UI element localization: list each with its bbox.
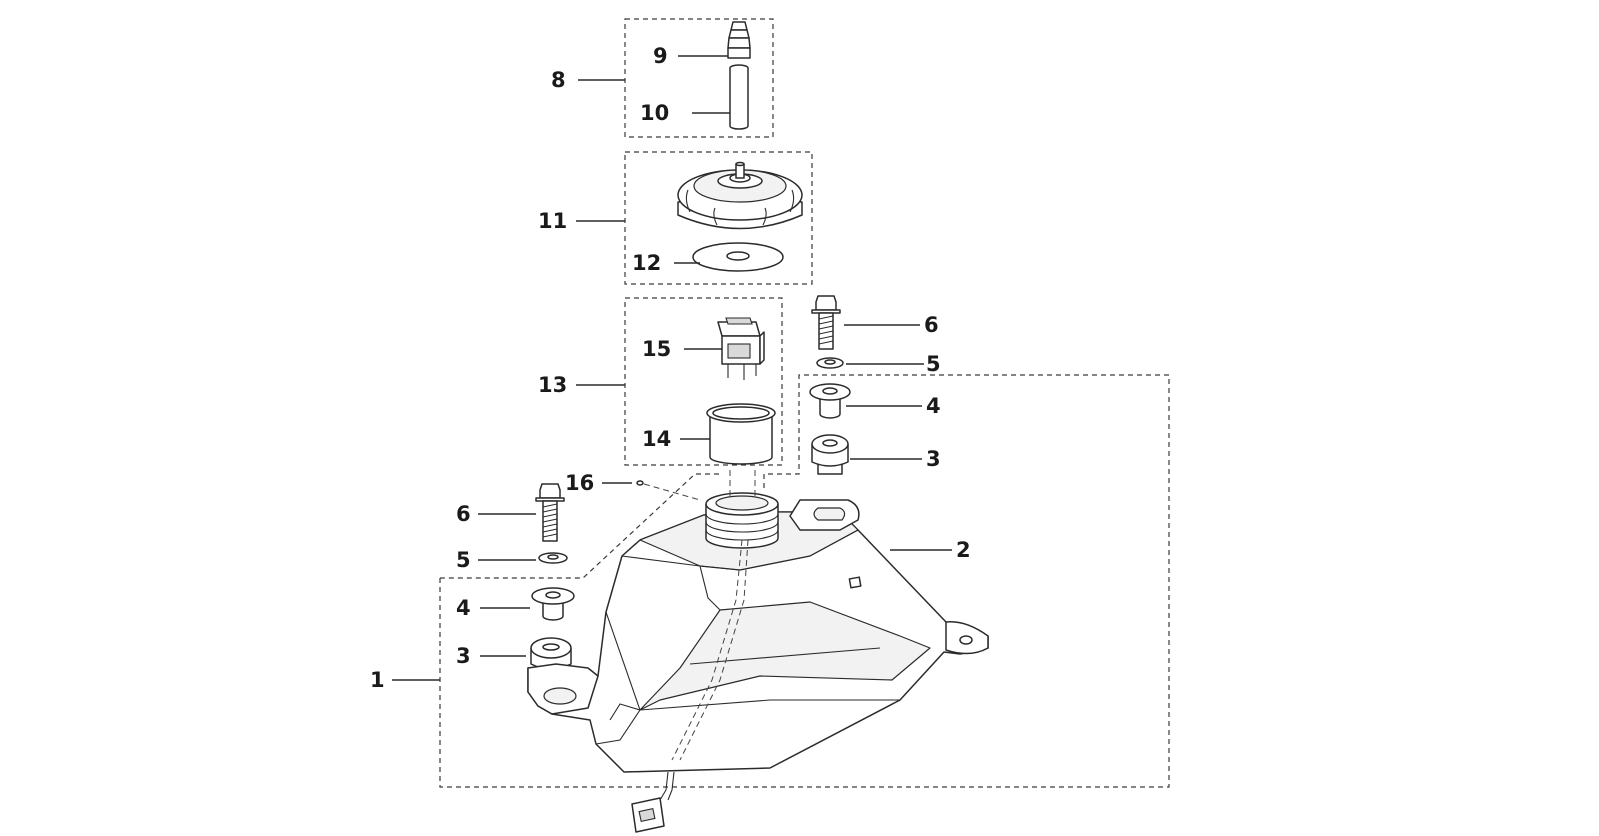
part-12-gasket — [692, 242, 784, 272]
callout-1: 1 — [370, 668, 385, 692]
part-4-grommet-right — [809, 383, 851, 419]
part-15-rollover-valve — [717, 317, 765, 380]
fuel-pump-connector — [631, 771, 675, 833]
part-11-fuel-cap — [677, 161, 803, 230]
callout-5-left: 5 — [456, 548, 471, 572]
part-3-rubber-mount-left — [530, 637, 572, 670]
callout-4-left: 4 — [456, 596, 471, 620]
callout-3-left: 3 — [456, 644, 471, 668]
group-box-11 — [624, 151, 813, 285]
callout-15: 15 — [642, 337, 671, 361]
callout-labels: 8 9 10 11 12 13 15 14 16 6 5 4 3 2 6 5 4… — [370, 44, 971, 692]
callout-6-right: 6 — [924, 313, 939, 337]
group-box-8 — [624, 18, 774, 138]
callout-8: 8 — [551, 68, 566, 92]
callout-4-right: 4 — [926, 394, 941, 418]
part-10-hose — [729, 64, 749, 130]
part-5-washer-right — [816, 357, 844, 369]
group-box-1 — [439, 374, 1170, 788]
callout-6-left: 6 — [456, 502, 471, 526]
part-14-sleeve — [706, 403, 776, 465]
part-3-rubber-mount-right — [811, 434, 849, 475]
leader-lines — [392, 55, 952, 681]
callout-10: 10 — [640, 101, 669, 125]
part-16-leader-trace — [643, 483, 701, 501]
part-9-plug — [727, 21, 751, 59]
callout-13: 13 — [538, 373, 567, 397]
callout-16: 16 — [565, 471, 594, 495]
part-16-screw — [636, 480, 644, 486]
callout-9: 9 — [653, 44, 668, 68]
part-6-bolt-left — [535, 483, 565, 542]
part-6-bolt-right — [811, 295, 841, 350]
callout-12: 12 — [632, 251, 661, 275]
callout-2: 2 — [956, 538, 971, 562]
part-5-washer-left — [538, 552, 568, 564]
callout-11: 11 — [538, 209, 567, 233]
part-4-grommet-left — [531, 587, 575, 621]
callout-5-right: 5 — [926, 352, 941, 376]
callout-3-right: 3 — [926, 447, 941, 471]
callout-14: 14 — [642, 427, 671, 451]
part-2-fuel-tank — [527, 470, 989, 773]
